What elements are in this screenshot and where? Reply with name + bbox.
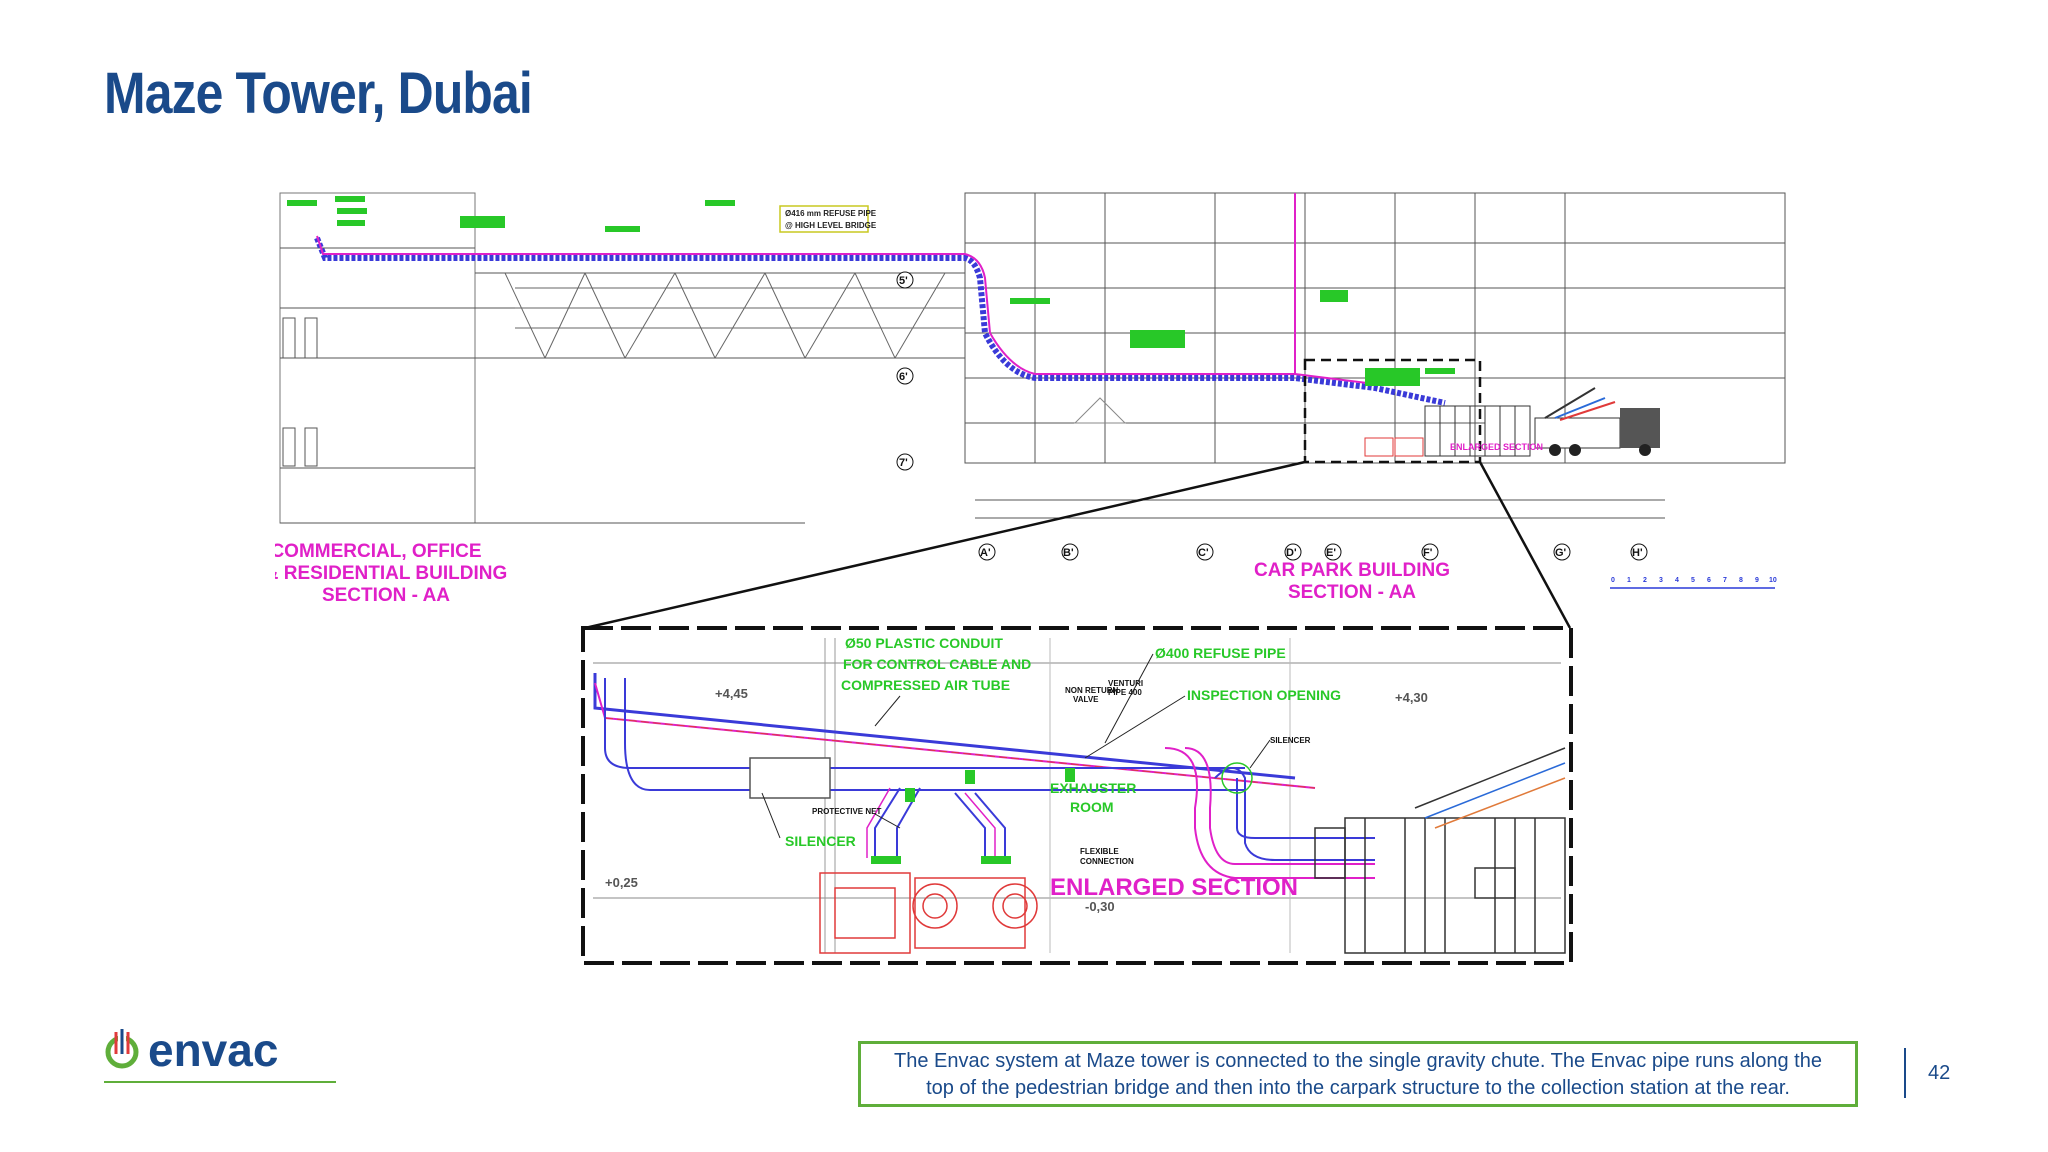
engineering-drawing: Ø416 mm REFUSE PIPE @ HIGH LEVEL BRIDGE … — [275, 188, 1795, 968]
conduit-label-line1: Ø50 PLASTIC CONDUIT — [845, 635, 1003, 651]
level-030-label: -0,30 — [1085, 899, 1115, 914]
flexible-label-line2: CONNECTION — [1080, 857, 1134, 866]
level-430-label: +4,30 — [1395, 690, 1428, 705]
commercial-label-line3: SECTION - AA — [322, 585, 450, 606]
scale-tick: 10 — [1769, 577, 1777, 584]
scale-tick: 7 — [1723, 577, 1727, 584]
truck-icon — [1534, 387, 1660, 456]
caption-line-2: top of the pedestrian bridge and then in… — [926, 1077, 1790, 1099]
exhauster-label-line2: ROOM — [1070, 799, 1114, 815]
bridge-pipe-label-1: Ø416 mm REFUSE PIPE — [785, 209, 877, 218]
scale-tick: 8 — [1739, 577, 1743, 584]
scale-tick: 2 — [1643, 577, 1647, 584]
enlarged-detail: Ø50 PLASTIC CONDUIT FOR CONTROL CABLE AN… — [581, 626, 1573, 965]
commercial-building-label: COMMERCIAL, OFFICE & RESIDENTIAL BUILDIN… — [275, 541, 507, 606]
protective-net-label: PROTECTIVE NET — [812, 807, 881, 816]
level-445-label: +4,45 — [715, 686, 748, 701]
inspection-opening-label: INSPECTION OPENING — [1187, 687, 1341, 703]
grid-marker-b: B' — [1063, 547, 1074, 559]
main-refuse-pipe — [604, 678, 1375, 861]
grid-marker-f: F' — [1423, 547, 1433, 559]
silencer-top-label: SILENCER — [1270, 736, 1311, 745]
scale-tick: 4 — [1675, 577, 1679, 584]
silencer-shape — [749, 757, 831, 799]
grid-marker-h: H' — [1632, 547, 1643, 559]
page-title: Maze Tower, Dubai — [104, 61, 533, 126]
exhauster-units — [819, 872, 1038, 954]
envac-logo-icon — [105, 1028, 139, 1069]
scale-tick: 3 — [1659, 577, 1663, 584]
venturi-label-line1: VENTURI — [1108, 679, 1143, 688]
section-overview — [279, 192, 1786, 524]
scale-tick: 0 — [1611, 577, 1615, 584]
flexible-label-line1: FLEXIBLE — [1080, 847, 1119, 856]
level-025-label: +0,25 — [605, 875, 638, 890]
scale-tick: 6 — [1707, 577, 1711, 584]
collection-container — [1424, 405, 1531, 457]
grid-marker-c: C' — [1198, 547, 1209, 559]
refuse-pipe-label: Ø400 REFUSE PIPE — [1155, 645, 1286, 661]
grid-marker-g: G' — [1555, 547, 1567, 559]
collection-container-detail — [1314, 747, 1566, 954]
level-marker-7: 7' — [899, 457, 908, 469]
caption-line-1: The Envac system at Maze tower is connec… — [894, 1050, 1822, 1072]
scale-tick: 1 — [1627, 577, 1631, 584]
exhauster-label-line1: EXHAUSTER — [1050, 780, 1136, 796]
non-return-label-line1: NON RETURN — [1065, 686, 1119, 695]
enlarged-section-label: ENLARGED SECTION — [1050, 874, 1298, 901]
carpark-label-line1: CAR PARK BUILDING — [1254, 560, 1450, 581]
envac-logo: envac — [104, 1024, 336, 1086]
commercial-label-line2: & RESIDENTIAL BUILDING — [275, 563, 507, 584]
carpark-building-label: CAR PARK BUILDING SECTION - AA — [1254, 560, 1450, 603]
level-marker-5: 5' — [899, 275, 908, 287]
level-markers: 5' 6' 7' — [896, 271, 914, 471]
bridge-pipe-label-2: @ HIGH LEVEL BRIDGE — [785, 221, 877, 230]
grid-markers: A' B' C' D' E' F' G' H' — [978, 543, 1648, 561]
overview-callouts: Ø416 mm REFUSE PIPE @ HIGH LEVEL BRIDGE … — [287, 196, 1660, 464]
caption-box: The Envac system at Maze tower is connec… — [858, 1041, 1858, 1107]
non-return-label-line2: VALVE — [1073, 695, 1099, 704]
scale-tick: 5 — [1691, 577, 1695, 584]
refuse-pipe-overview — [314, 193, 1446, 406]
enlarged-section-small-label: ENLARGED SECTION — [1450, 442, 1543, 452]
scale-tick: 9 — [1755, 577, 1759, 584]
scale-bar: 0 1 2 3 4 5 6 7 8 9 10 — [1610, 577, 1777, 589]
venturi-label-line2: PIPE 400 — [1108, 688, 1142, 697]
conduit-label-line3: COMPRESSED AIR TUBE — [841, 677, 1010, 693]
level-marker-6: 6' — [899, 371, 908, 383]
conduit-label-line2: FOR CONTROL CABLE AND — [843, 656, 1031, 672]
grid-marker-a: A' — [980, 547, 991, 559]
carpark-label-line2: SECTION - AA — [1288, 582, 1416, 603]
footer-divider — [1904, 1048, 1906, 1098]
commercial-label-line1: COMMERCIAL, OFFICE — [275, 541, 482, 562]
grid-marker-d: D' — [1286, 547, 1297, 559]
page-number: 42 — [1928, 1062, 1951, 1084]
silencer-label: SILENCER — [785, 833, 856, 849]
grid-marker-e: E' — [1326, 547, 1336, 559]
envac-logo-text: envac — [148, 1026, 278, 1076]
